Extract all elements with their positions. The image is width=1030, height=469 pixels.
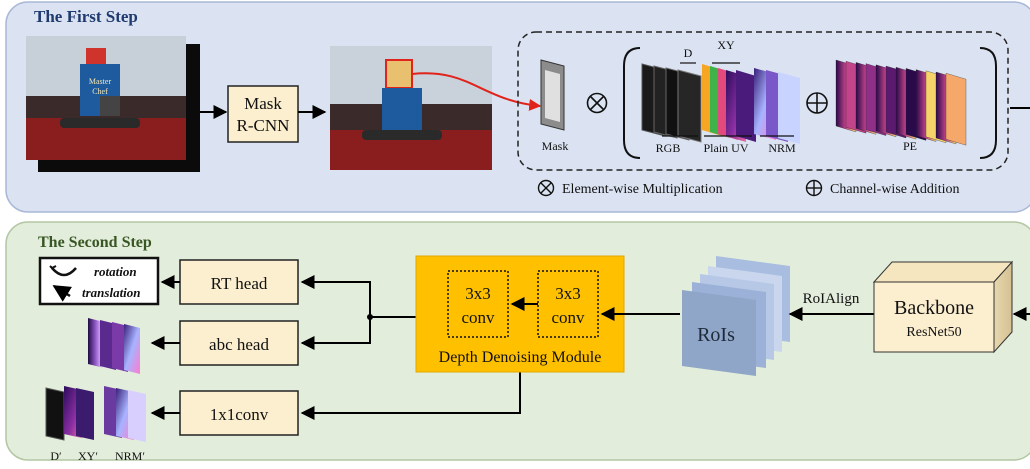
rt-head-box: RT head	[179, 259, 299, 305]
conv3x3-b-box	[537, 270, 599, 338]
label-d-prime: D′	[50, 449, 62, 463]
label-xy-prime: XY′	[78, 449, 98, 463]
input-encoding-region	[517, 31, 1009, 171]
detected-image	[330, 46, 492, 170]
rt-head-label: RT head	[211, 274, 268, 293]
step2-title: The Second Step	[38, 234, 152, 251]
conv3x3-a-line2: conv	[461, 308, 495, 327]
legend-multiplication: Element-wise Multiplication	[537, 179, 723, 197]
mask-label: Mask	[542, 139, 569, 153]
roialign-label: RoIAlign	[803, 291, 860, 307]
feature-bracket-right	[979, 47, 997, 159]
step1-title: The First Step	[34, 7, 138, 26]
legend-addition: Channel-wise Addition	[805, 179, 960, 197]
mask-icon	[540, 59, 565, 131]
abc-head-box: abc head	[179, 320, 299, 366]
elementwise-multiplication-symbol	[586, 92, 608, 114]
legend-add-text: Channel-wise Addition	[830, 182, 960, 197]
mask-rcnn-line1: Mask	[244, 94, 282, 113]
backbone-label: Backbone	[894, 297, 974, 319]
rotation-icon	[51, 267, 77, 277]
abc-head-label: abc head	[209, 335, 269, 354]
ddm-label: Depth Denoising Module	[439, 349, 602, 366]
translation-label: translation	[82, 285, 141, 300]
conv3x3-b-line2: conv	[551, 308, 585, 327]
nrm-channels	[754, 68, 800, 144]
branch-ddm-to-conv1x1	[300, 372, 521, 420]
label-d: D	[684, 46, 693, 60]
positional-encoding-stack	[835, 59, 967, 146]
branch-to-abc	[300, 317, 371, 350]
photo-label-1: Master	[89, 77, 112, 86]
label-pe: PE	[903, 139, 917, 153]
photo-label-2: Chef	[92, 87, 108, 96]
pe-layer	[945, 72, 967, 146]
xy-uv-channels	[702, 64, 756, 142]
channelwise-addition-symbol	[806, 92, 828, 114]
abc-output-images	[88, 318, 140, 374]
conv-output-images	[45, 386, 146, 442]
legend-mult-text: Element-wise Multiplication	[562, 182, 723, 197]
mask-rcnn-box: Mask R-CNN	[227, 85, 299, 143]
resnet-label: ResNet50	[906, 325, 961, 340]
rotation-label: rotation	[94, 264, 137, 279]
rois-label: RoIs	[697, 324, 735, 346]
label-plain-uv: Plain UV	[704, 141, 749, 155]
rgb-channels	[641, 63, 702, 143]
rois-stack: RoIs	[682, 256, 790, 376]
conv3x3-a-box	[447, 270, 509, 338]
conv3x3-a-line1: 3x3	[465, 284, 491, 303]
branch-ddm-to-heads	[300, 275, 416, 318]
conv1x1-box: 1x1conv	[179, 390, 299, 436]
input-image-stack: Master Chef	[26, 36, 200, 172]
depth-denoising-module: 3x3 conv 3x3 conv Depth Denoising Module	[415, 255, 625, 373]
pose-output-box: rotation translation	[38, 256, 160, 306]
label-nrm: NRM	[768, 141, 796, 155]
panel-first-step	[5, 1, 1030, 213]
conv3x3-b-line1: 3x3	[555, 284, 581, 303]
label-nrm-prime: NRM′	[115, 449, 145, 463]
conv1x1-label: 1x1conv	[210, 405, 269, 424]
feature-bracket-left	[623, 47, 641, 159]
backbone-box: Backbone ResNet50	[872, 260, 1014, 354]
mask-rcnn-line2: R-CNN	[237, 116, 290, 135]
translation-icon	[52, 284, 72, 302]
red-arrow-to-mask	[411, 72, 542, 111]
label-rgb: RGB	[656, 141, 681, 155]
branch-junction	[367, 314, 373, 320]
label-xy: XY	[717, 38, 735, 52]
